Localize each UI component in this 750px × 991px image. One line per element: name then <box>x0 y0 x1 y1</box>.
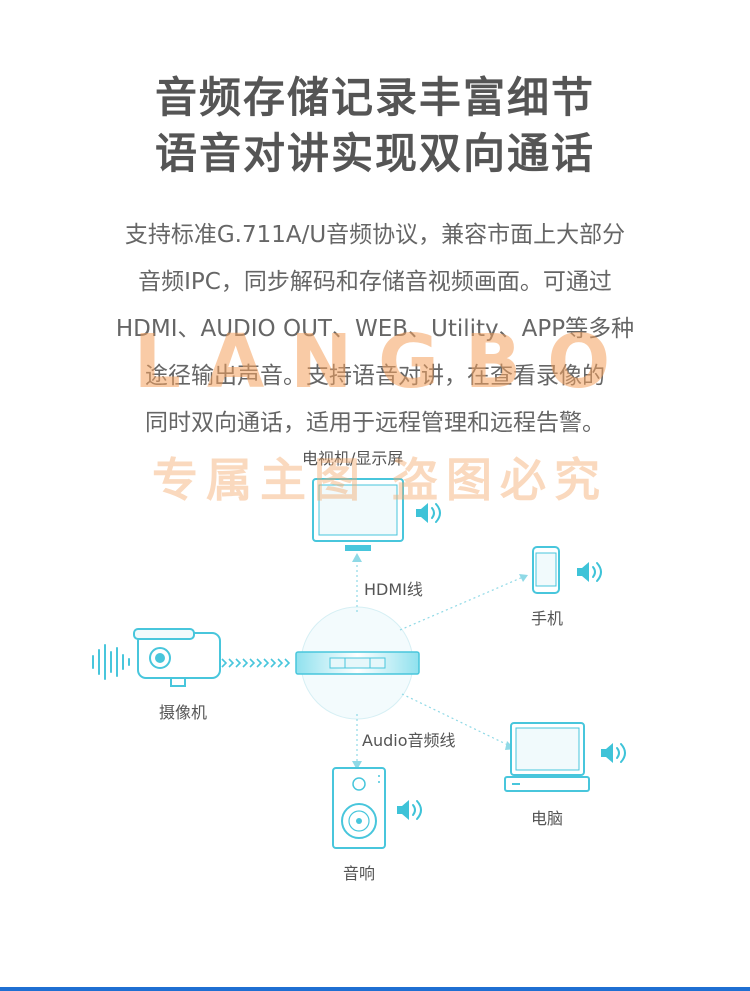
hdmi-cable-label: HDMI线 <box>364 580 423 599</box>
volume-icon-pc <box>601 743 626 763</box>
tv-label: 电视机/显示屏 <box>302 449 404 468</box>
title-line-1: 音频存储记录丰富细节 <box>154 73 595 122</box>
description-line-3: HDMI、AUDIO OUT、WEB、Utility、APP等多种 <box>115 316 635 342</box>
speaker-icon <box>332 767 386 849</box>
speaker-label: 音响 <box>343 864 376 883</box>
description-line-4: 途径输出声音。支持语音对讲，在查看录像的 <box>145 363 605 389</box>
pc-icon <box>504 722 590 792</box>
description-line-5: 同时双向通话，适用于远程管理和远程告警。 <box>145 410 605 436</box>
description: 支持标准G.711A/U音频协议，兼容市面上大部分 音频IPC，同步解码和存储音… <box>75 212 675 447</box>
nvr-device-icon <box>295 651 420 675</box>
description-line-1: 支持标准G.711A/U音频协议，兼容市面上大部分 <box>124 222 626 248</box>
description-line-2: 音频IPC，同步解码和存储音视频画面。可通过 <box>138 269 612 295</box>
connection-lines <box>356 560 524 764</box>
phone-icon <box>532 546 560 594</box>
volume-icon-tv <box>416 503 441 523</box>
camera-arrow-chevrons <box>221 658 291 668</box>
volume-icon-phone <box>577 562 602 582</box>
title-line-2: 语音对讲实现双向通话 <box>154 129 595 178</box>
volume-icon-speaker <box>397 800 422 820</box>
camera-label: 摄像机 <box>159 703 208 722</box>
sound-wave-icon <box>92 644 130 680</box>
audio-cable-label: Audio音频线 <box>362 731 456 750</box>
tv-icon <box>312 478 404 551</box>
watermark-logo: LANGBO <box>133 319 637 405</box>
pc-label: 电脑 <box>531 809 564 828</box>
phone-label: 手机 <box>531 609 564 628</box>
page-title: 音频存储记录丰富细节 语音对讲实现双向通话 <box>0 70 750 182</box>
watermark-text: 专属主图 盗图必究 <box>151 453 608 507</box>
camera-icon <box>133 628 221 687</box>
bottom-divider <box>0 987 750 991</box>
